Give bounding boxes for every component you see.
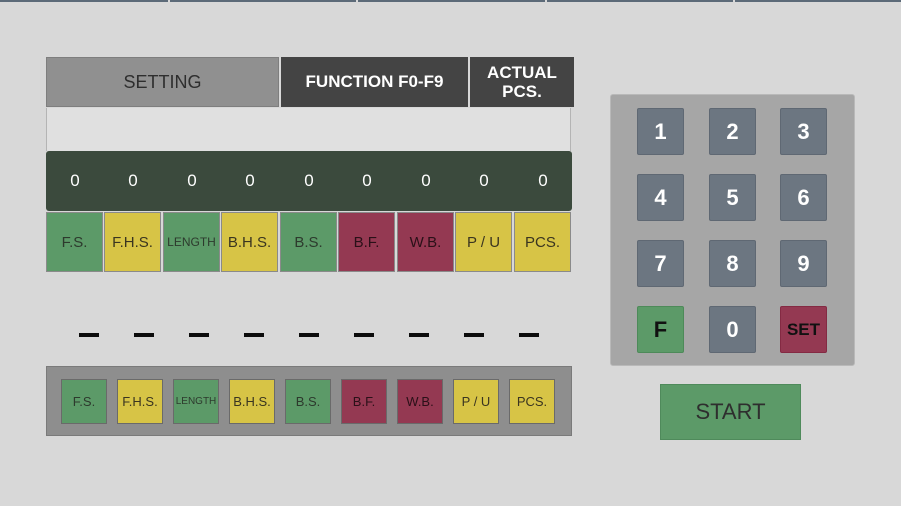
- key-4[interactable]: 4: [637, 174, 684, 221]
- legend-tile-wb[interactable]: W.B.: [397, 379, 443, 424]
- tab-actual-pcs[interactable]: ACTUAL PCS.: [470, 57, 574, 107]
- dash-placeholder: [464, 333, 484, 337]
- dash-placeholder: [189, 333, 209, 337]
- key-set[interactable]: SET: [780, 306, 827, 353]
- param-tile-pcs[interactable]: PCS.: [514, 212, 571, 272]
- key-6[interactable]: 6: [780, 174, 827, 221]
- dash-placeholder: [244, 333, 264, 337]
- legend-tile-pu[interactable]: P / U: [453, 379, 499, 424]
- dash-placeholder: [354, 333, 374, 337]
- value-pcs[interactable]: 0: [538, 171, 548, 190]
- param-tile-fs[interactable]: F.S.: [46, 212, 103, 272]
- function-input-area[interactable]: [46, 108, 571, 151]
- legend-tile-pcs[interactable]: PCS.: [509, 379, 555, 424]
- value-bar: 0 0 0 0 0 0 0 0 0: [46, 151, 572, 211]
- key-0[interactable]: 0: [709, 306, 756, 353]
- key-3[interactable]: 3: [780, 108, 827, 155]
- value-bs[interactable]: 0: [304, 171, 314, 190]
- dash-placeholder: [409, 333, 429, 337]
- key-2[interactable]: 2: [709, 108, 756, 155]
- tab-setting[interactable]: SETTING: [46, 57, 279, 107]
- param-tile-length[interactable]: LENGTH: [163, 212, 220, 272]
- param-tile-fhs[interactable]: F.H.S.: [104, 212, 161, 272]
- key-function[interactable]: F: [637, 306, 684, 353]
- tab-function[interactable]: FUNCTION F0-F9: [281, 57, 468, 107]
- tab-actual-line1: ACTUAL: [487, 63, 557, 82]
- value-fs[interactable]: 0: [70, 171, 80, 190]
- dash-placeholder: [79, 333, 99, 337]
- legend-tile-length[interactable]: LENGTH: [173, 379, 219, 424]
- value-length[interactable]: 0: [187, 171, 197, 190]
- top-border: [0, 0, 901, 2]
- key-8[interactable]: 8: [709, 240, 756, 287]
- legend-tile-bhs[interactable]: B.H.S.: [229, 379, 275, 424]
- param-tile-wb[interactable]: W.B.: [397, 212, 454, 272]
- legend-tile-fhs[interactable]: F.H.S.: [117, 379, 163, 424]
- param-tile-bf[interactable]: B.F.: [338, 212, 395, 272]
- value-bf[interactable]: 0: [362, 171, 372, 190]
- legend-tile-bf[interactable]: B.F.: [341, 379, 387, 424]
- value-bhs[interactable]: 0: [245, 171, 255, 190]
- legend-panel: F.S. F.H.S. LENGTH B.H.S. B.S. B.F. W.B.…: [46, 366, 572, 436]
- dash-placeholder: [299, 333, 319, 337]
- value-wb[interactable]: 0: [421, 171, 431, 190]
- key-7[interactable]: 7: [637, 240, 684, 287]
- key-1[interactable]: 1: [637, 108, 684, 155]
- value-fhs[interactable]: 0: [128, 171, 138, 190]
- value-pu[interactable]: 0: [479, 171, 489, 190]
- param-tile-bhs[interactable]: B.H.S.: [221, 212, 278, 272]
- dash-placeholder: [519, 333, 539, 337]
- numeric-keypad: 1 2 3 4 5 6 7 8 9 F 0 SET: [610, 94, 855, 366]
- key-9[interactable]: 9: [780, 240, 827, 287]
- start-button[interactable]: START: [660, 384, 801, 440]
- param-tile-pu[interactable]: P / U: [455, 212, 512, 272]
- param-tile-bs[interactable]: B.S.: [280, 212, 337, 272]
- legend-tile-bs[interactable]: B.S.: [285, 379, 331, 424]
- legend-tile-fs[interactable]: F.S.: [61, 379, 107, 424]
- key-5[interactable]: 5: [709, 174, 756, 221]
- tab-actual-line2: PCS.: [502, 82, 542, 101]
- dash-placeholder: [134, 333, 154, 337]
